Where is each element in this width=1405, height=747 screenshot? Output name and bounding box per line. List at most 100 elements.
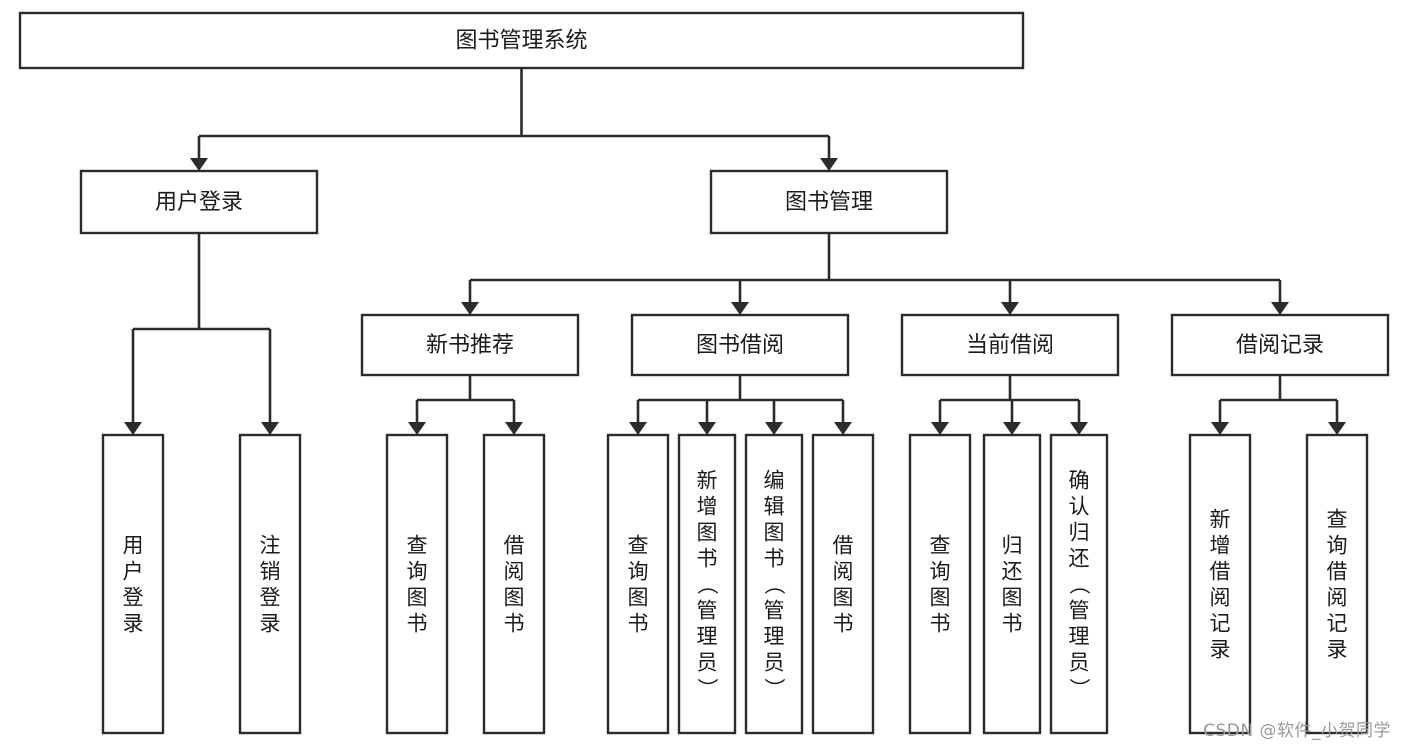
node-label-char: 录 [1210, 637, 1231, 661]
edge-arrowhead [190, 158, 208, 171]
edge-arrowhead [820, 158, 838, 171]
node-label-char: 归 [1002, 533, 1023, 557]
node-label-char: 图 [407, 585, 428, 609]
node-label-char: 增 [697, 494, 718, 518]
node-box-leaf-rec-query [385, 433, 449, 735]
edge-group-from-new-book-rec [408, 375, 523, 435]
node-leaf-user-login[interactable]: 用户登录 [101, 433, 165, 735]
node-user-login[interactable]: 用户登录 [79, 169, 319, 235]
node-label-char: 查 [1327, 507, 1348, 531]
edge-arrowhead [1328, 422, 1346, 435]
node-label-char: 编 [764, 468, 785, 492]
edge-arrowhead [731, 302, 749, 315]
edge-arrowhead [698, 422, 716, 435]
edge-arrowhead [765, 422, 783, 435]
node-label-char: ） [695, 678, 719, 699]
node-label-char: 销 [260, 559, 281, 583]
node-label-char: 借 [833, 533, 854, 557]
edge-group-from-user-login [124, 233, 279, 435]
node-box-leaf-borrow-edit [744, 433, 804, 735]
edge-arrowhead [505, 422, 523, 435]
node-box-new-book-rec [360, 313, 580, 377]
edge-arrowhead [1001, 302, 1019, 315]
edge-group-from-borrow-record [1211, 375, 1346, 435]
node-label-char: 图 [697, 520, 718, 544]
node-borrow-record[interactable]: 借阅记录 [1170, 313, 1390, 377]
node-box-leaf-user-login [101, 433, 165, 735]
node-label-char: 书 [930, 611, 951, 635]
node-label-char: 认 [1069, 494, 1090, 518]
node-label-char: 还 [1069, 546, 1090, 570]
edge-arrowhead [834, 422, 852, 435]
node-label-char: 新 [697, 468, 718, 492]
node-label-char: 员 [1069, 650, 1090, 674]
edge-group-from-book-borrow [629, 375, 852, 435]
node-label-char: 查 [930, 533, 951, 557]
node-label-char: 理 [1069, 624, 1090, 648]
node-label-char: 查 [628, 533, 649, 557]
node-label-char: 阅 [1327, 585, 1348, 609]
node-label-book-manage: 图书管理 [785, 190, 873, 215]
watermark-label: CSDN @软件_小贺同学 [1203, 721, 1391, 741]
node-label-char: 借 [504, 533, 525, 557]
node-label-char: 图 [764, 520, 785, 544]
node-book-manage[interactable]: 图书管理 [709, 169, 949, 235]
node-current-borrow[interactable]: 当前借阅 [900, 313, 1120, 377]
edge-arrowhead [408, 422, 426, 435]
node-label-char: 新 [1210, 507, 1231, 531]
node-label-char: 增 [1210, 533, 1231, 557]
edge-arrowhead [461, 302, 479, 315]
node-box-leaf-borrow-do [811, 433, 875, 735]
node-box-leaf-cur-confirm [1049, 433, 1109, 735]
node-box-leaf-cur-return [982, 433, 1042, 735]
node-label-char: 辑 [764, 494, 785, 518]
node-box-current-borrow [900, 313, 1120, 377]
node-label-char: 书 [628, 611, 649, 635]
node-label-char: 用 [123, 533, 144, 557]
node-label-char: 借 [1210, 559, 1231, 583]
node-label-char: 查 [407, 533, 428, 557]
node-box-leaf-borrow-query [606, 433, 670, 735]
node-label-char: 阅 [1210, 585, 1231, 609]
node-label-char: （ [695, 574, 719, 595]
node-box-leaf-borrow-add [677, 433, 737, 735]
node-box-leaf-rec-add [1188, 433, 1252, 735]
node-label-char: 录 [1327, 637, 1348, 661]
node-label-char: 确 [1069, 468, 1090, 492]
node-book-borrow[interactable]: 图书借阅 [630, 313, 850, 377]
node-label-char: 阅 [833, 559, 854, 583]
node-label-char: 记 [1210, 611, 1231, 635]
node-label-char: 书 [504, 611, 525, 635]
node-label-char: 图 [833, 585, 854, 609]
node-label-char: 录 [260, 611, 281, 635]
node-label-char: 图 [504, 585, 525, 609]
edge-arrowhead [931, 422, 949, 435]
node-root[interactable]: 图书管理系统 [18, 11, 1025, 70]
node-label-char: 询 [930, 559, 951, 583]
node-label-char: 书 [1002, 611, 1023, 635]
node-label-user-login: 用户登录 [155, 190, 243, 215]
node-new-book-rec[interactable]: 新书推荐 [360, 313, 580, 377]
node-label-root: 图书管理系统 [455, 29, 587, 54]
node-label-char: 书 [833, 611, 854, 635]
node-box-borrow-record [1170, 313, 1390, 377]
node-label-char: 归 [1069, 520, 1090, 544]
node-label-char: 注 [260, 533, 281, 557]
node-label-char: 书 [764, 546, 785, 570]
node-label-char: 管 [1069, 598, 1090, 622]
edge-arrowhead [1211, 422, 1229, 435]
